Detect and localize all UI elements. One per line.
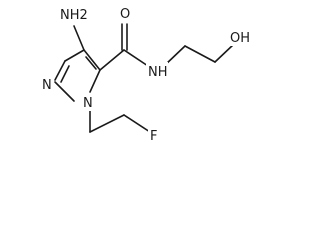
bond-c5-n1 — [89, 69, 101, 93]
bond-n1-n2 — [54, 81, 75, 102]
bond-ch2-f — [123, 114, 151, 133]
bond-c3-c4 — [64, 49, 85, 62]
hydroxyl-label: OH — [230, 31, 250, 46]
bond-ch2-oh — [214, 43, 235, 63]
bond-ch2-ch2-f — [89, 114, 125, 133]
bond-n2-c3-double-b — [60, 65, 70, 83]
ring-nitrogen-1-label: N — [83, 96, 93, 111]
ring-nitrogen-2-label: N — [42, 78, 52, 93]
carbonyl-oxygen-label: O — [120, 7, 130, 22]
bond-c4-c5-inner — [85, 56, 97, 70]
bond-carbonyl-nh — [123, 49, 149, 67]
amino-group-label: NH2 — [60, 8, 88, 23]
bond-ch2-ch2 — [184, 45, 216, 63]
bonds — [54, 23, 235, 133]
atom-labels: NH2 O NH OH N N F — [40, 4, 256, 144]
bond-c4-nh2 — [73, 25, 85, 51]
bond-c4-c5 — [83, 49, 101, 71]
chemical-structure-diagram: NH2 O NH OH N N F — [40, 4, 256, 144]
fluorine-label: F — [150, 129, 157, 144]
bond-c5-carbonyl — [99, 49, 125, 71]
bond-n2-c3-double-a — [54, 60, 66, 81]
amide-nh-label: NH — [148, 65, 168, 80]
